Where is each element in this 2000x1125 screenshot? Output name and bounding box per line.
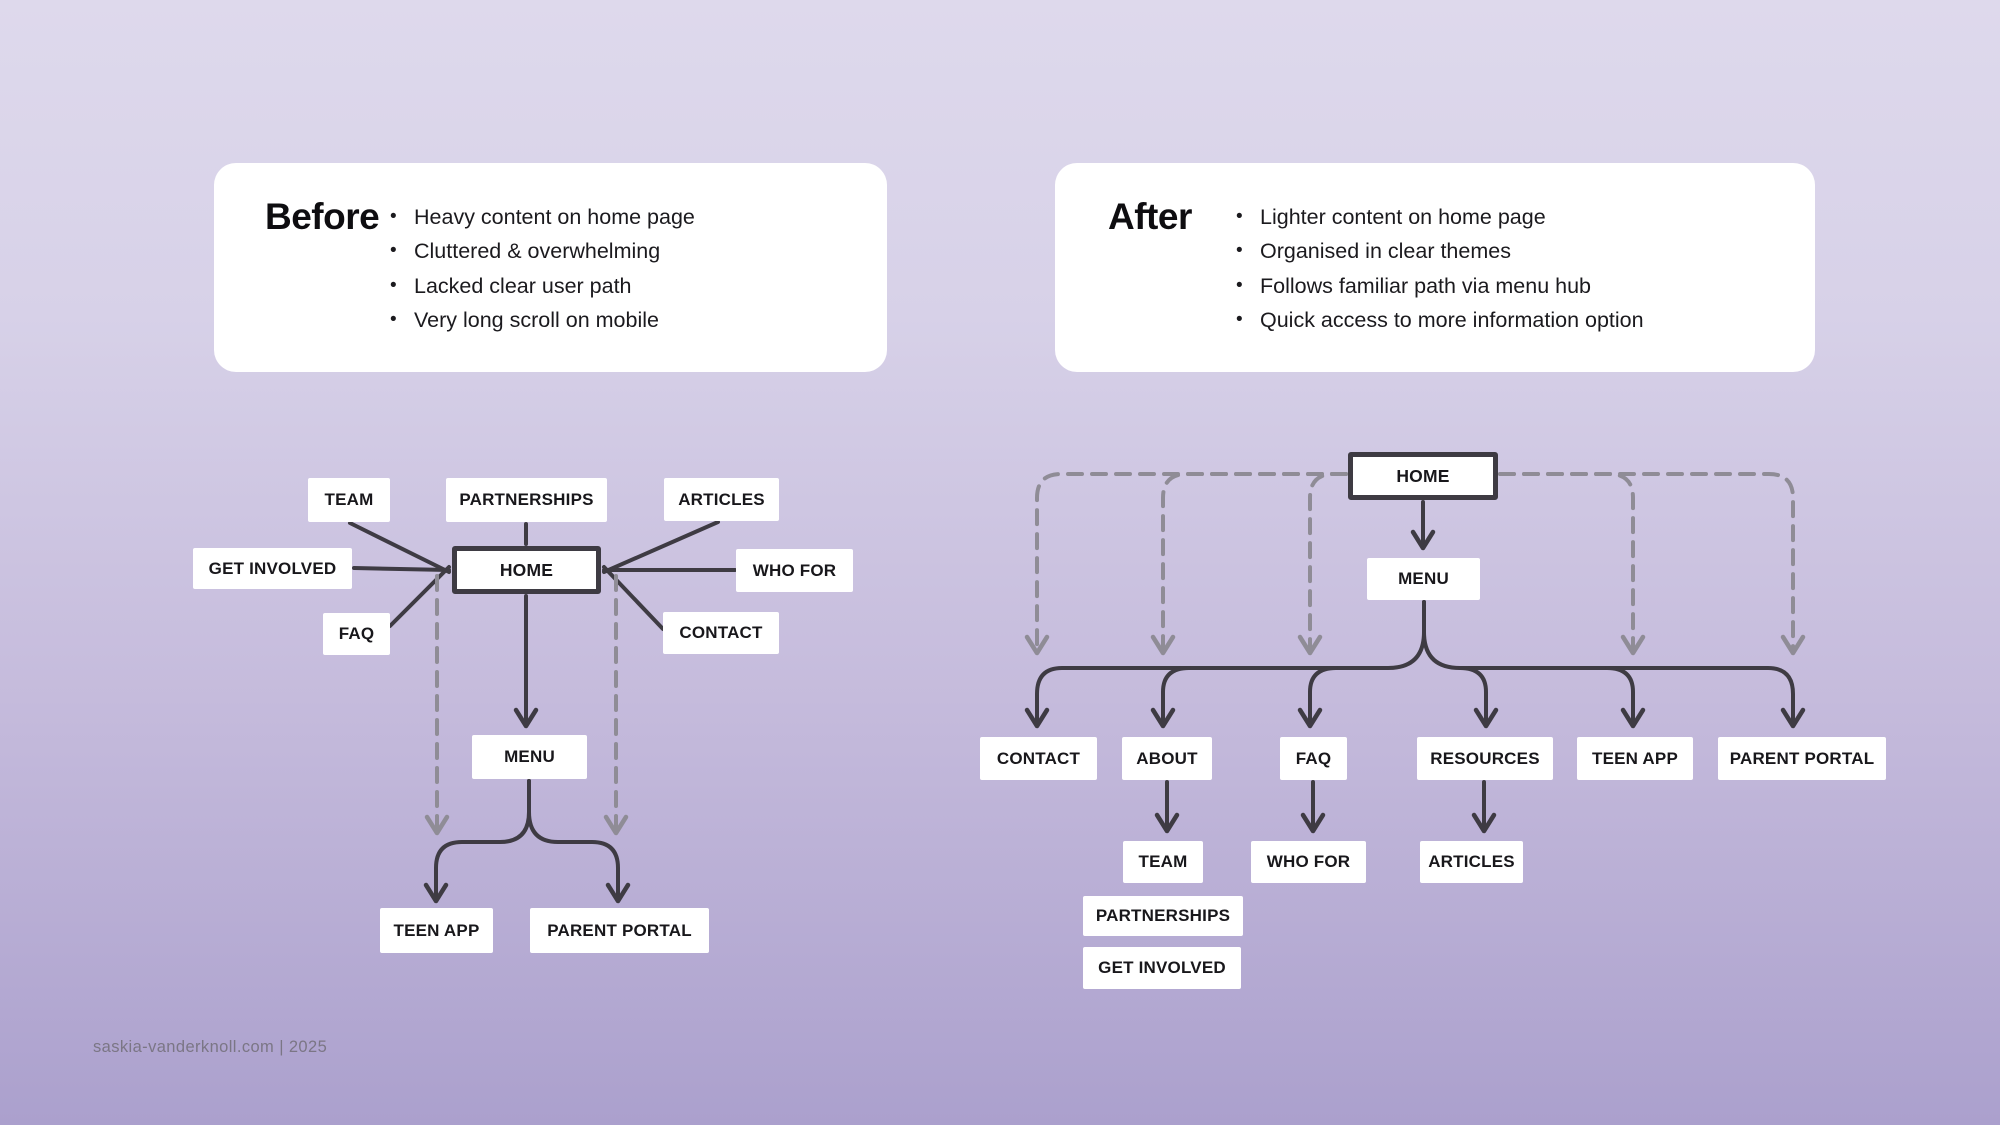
after-node-contact: CONTACT: [980, 737, 1097, 780]
after-node-resources: RESOURCES: [1417, 737, 1553, 780]
after-node-faq: FAQ: [1280, 737, 1347, 780]
after-node-team: TEAM: [1123, 841, 1203, 883]
before-card-title: Before: [265, 196, 380, 237]
after-node-parent-portal: PARENT PORTAL: [1718, 737, 1886, 780]
after-bullet: Lighter content on home page: [1236, 200, 1644, 235]
after-node-about: ABOUT: [1122, 737, 1212, 780]
before-node-get-involved: GET INVOLVED: [193, 548, 352, 589]
after-node-home: HOME: [1348, 452, 1498, 500]
after-card: After Lighter content on home page Organ…: [1055, 163, 1815, 372]
before-bullet: Cluttered & overwhelming: [390, 234, 695, 269]
before-bullet-list: Heavy content on home page Cluttered & o…: [390, 200, 695, 338]
before-node-home: HOME: [452, 546, 601, 594]
after-node-partnerships: PARTNERSHIPS: [1083, 896, 1243, 936]
before-node-team: TEAM: [308, 478, 390, 522]
after-node-get-involved: GET INVOLVED: [1083, 947, 1241, 989]
after-bullet-list: Lighter content on home page Organised i…: [1236, 200, 1644, 338]
before-node-contact: CONTACT: [663, 612, 779, 654]
after-node-who-for: WHO FOR: [1251, 841, 1366, 883]
before-card: Before Heavy content on home page Clutte…: [214, 163, 887, 372]
before-node-teen-app: TEEN APP: [380, 908, 493, 953]
after-bullet: Follows familiar path via menu hub: [1236, 269, 1644, 304]
after-card-title: After: [1108, 196, 1192, 237]
before-node-partnerships: PARTNERSHIPS: [446, 478, 607, 522]
after-bullet: Quick access to more information option: [1236, 303, 1644, 338]
after-node-teen-app: TEEN APP: [1577, 737, 1693, 780]
before-node-articles: ARTICLES: [664, 478, 779, 521]
before-bullet: Very long scroll on mobile: [390, 303, 695, 338]
footer-credit: saskia-vanderknoll.com | 2025: [93, 1038, 328, 1056]
before-dashed-links: [424, 574, 629, 836]
before-bullet: Lacked clear user path: [390, 269, 695, 304]
after-node-menu: MENU: [1367, 558, 1480, 600]
before-node-faq: FAQ: [323, 613, 390, 655]
after-flow-arrows: [1024, 500, 1806, 834]
before-node-who-for: WHO FOR: [736, 549, 853, 592]
before-node-parent-portal: PARENT PORTAL: [530, 908, 709, 953]
after-bullet: Organised in clear themes: [1236, 234, 1644, 269]
before-node-menu: MENU: [472, 735, 587, 779]
before-bullet: Heavy content on home page: [390, 200, 695, 235]
after-node-articles: ARTICLES: [1420, 841, 1523, 883]
